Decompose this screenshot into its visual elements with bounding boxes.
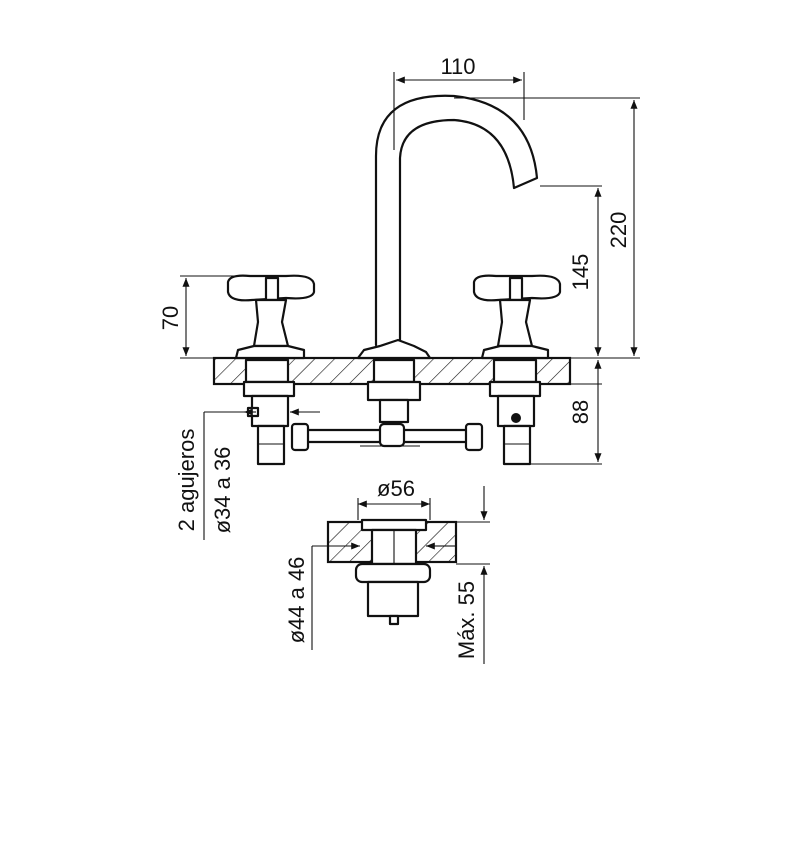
dim-drain-max-thickness: Máx. 55 bbox=[454, 581, 479, 659]
dim-holes-count: 2 agujeros bbox=[174, 429, 199, 532]
dim-below-deck: 88 bbox=[568, 400, 593, 424]
spout-base bbox=[356, 338, 432, 360]
left-handle bbox=[226, 274, 316, 466]
dim-spout-reach: 110 bbox=[440, 54, 475, 79]
dim-total-height: 220 bbox=[606, 212, 631, 249]
dimension-lines bbox=[180, 72, 640, 664]
right-handle bbox=[472, 274, 562, 466]
spout bbox=[374, 94, 539, 347]
drain-assembly bbox=[326, 518, 458, 626]
dim-drain-diameter: ø56 bbox=[377, 476, 415, 501]
dim-drain-hole: ø44 a 46 bbox=[284, 557, 309, 644]
dim-spout-height: 145 bbox=[568, 254, 593, 291]
connecting-pipe bbox=[290, 422, 484, 452]
dim-handle-height: 70 bbox=[158, 306, 183, 330]
faucet-assembly bbox=[212, 94, 572, 466]
dim-holes-diameter: ø34 a 36 bbox=[210, 447, 235, 534]
